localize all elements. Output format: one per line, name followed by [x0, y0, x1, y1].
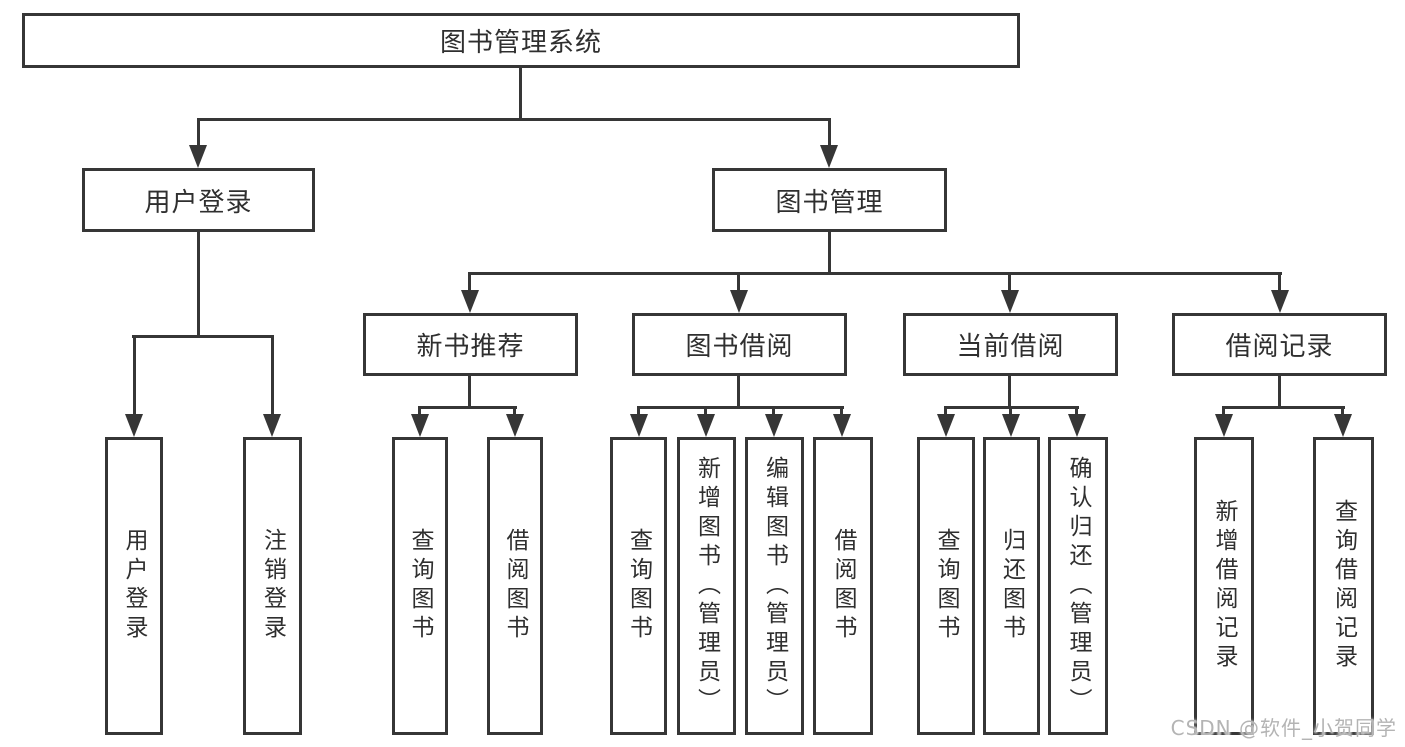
- node-book-management: 图书管理: [712, 168, 947, 232]
- csdn-watermark: CSDN @软件_小贺同学: [1170, 716, 1397, 740]
- arrowhead-down-icon: [937, 414, 955, 437]
- leaf-label: 编辑图书（管理员）: [761, 455, 788, 717]
- node-new-book-recommend: 新书推荐: [363, 313, 578, 376]
- leaf-add-books-admin: 新增图书（管理员）: [677, 437, 736, 735]
- connector-line: [1075, 406, 1078, 418]
- connector-line: [418, 406, 421, 418]
- connector-line: [1278, 376, 1281, 409]
- connector-line: [840, 406, 843, 418]
- node-user-login: 用户登录: [82, 168, 315, 232]
- connector-line: [418, 406, 517, 409]
- leaf-label: 注销登录: [259, 528, 286, 644]
- leaf-label: 新增借阅记录: [1211, 499, 1237, 673]
- node-book-borrowing: 图书借阅: [632, 313, 847, 376]
- connector-line: [271, 335, 274, 417]
- arrowhead-down-icon: [189, 145, 207, 168]
- arrowhead-down-icon: [1002, 414, 1020, 437]
- connector-line: [133, 335, 136, 417]
- connector-line: [828, 232, 831, 275]
- leaf-query-borrow-record: 查询借阅记录: [1313, 437, 1374, 735]
- leaf-confirm-return-admin: 确认归还（管理员）: [1048, 437, 1108, 735]
- connector-line: [519, 68, 522, 121]
- arrowhead-down-icon: [411, 414, 429, 437]
- arrowhead-down-icon: [833, 414, 851, 437]
- arrowhead-down-icon: [506, 414, 524, 437]
- node-label: 图书管理: [775, 187, 884, 218]
- arrowhead-down-icon: [125, 414, 143, 437]
- leaf-edit-books-admin: 编辑图书（管理员）: [745, 437, 804, 735]
- connector-line: [772, 406, 775, 418]
- leaf-label: 借阅图书: [830, 528, 856, 644]
- arrowhead-down-icon: [1334, 414, 1352, 437]
- connector-line: [944, 406, 947, 418]
- arrowhead-down-icon: [1068, 414, 1086, 437]
- arrowhead-down-icon: [461, 290, 479, 313]
- leaf-logout: 注销登录: [243, 437, 302, 735]
- connector-line: [737, 376, 740, 409]
- leaf-label: 确认归还（管理员）: [1065, 455, 1091, 717]
- leaf-label: 新增图书（管理员）: [693, 455, 720, 717]
- connector-line: [1341, 406, 1344, 418]
- arrowhead-down-icon: [630, 414, 648, 437]
- connector-line: [513, 406, 516, 418]
- leaf-label: 查询借阅记录: [1330, 499, 1357, 673]
- connector-line: [737, 272, 740, 293]
- node-label: 借阅记录: [1225, 332, 1334, 362]
- leaf-user-login: 用户登录: [105, 437, 163, 735]
- node-label: 用户登录: [144, 187, 253, 218]
- leaf-add-borrow-record: 新增借阅记录: [1194, 437, 1254, 735]
- connector-line: [1008, 272, 1011, 293]
- connector-line: [197, 118, 831, 121]
- connector-line: [1009, 406, 1012, 418]
- leaf-label: 归还图书: [998, 528, 1025, 644]
- connector-line: [132, 335, 274, 338]
- connector-line: [468, 376, 471, 409]
- connector-line: [637, 406, 640, 418]
- leaf-query-books-recommend: 查询图书: [392, 437, 448, 735]
- connector-line: [1222, 406, 1225, 418]
- node-borrowing-records: 借阅记录: [1172, 313, 1387, 376]
- leaf-label: 借阅图书: [502, 528, 528, 644]
- arrowhead-down-icon: [697, 414, 715, 437]
- connector-line: [1008, 376, 1011, 409]
- arrowhead-down-icon: [1215, 414, 1233, 437]
- node-label: 图书管理系统: [439, 28, 602, 58]
- connector-line: [468, 272, 471, 293]
- node-library-management-system: 图书管理系统: [22, 13, 1020, 68]
- arrowhead-down-icon: [765, 414, 783, 437]
- connector-line: [1278, 272, 1281, 293]
- arrowhead-down-icon: [820, 145, 838, 168]
- arrowhead-down-icon: [1001, 290, 1019, 313]
- leaf-return-books: 归还图书: [983, 437, 1040, 735]
- arrowhead-down-icon: [263, 414, 281, 437]
- connector-line: [197, 232, 200, 338]
- connector-line: [637, 406, 844, 409]
- leaf-label: 查询图书: [625, 528, 652, 644]
- connector-line: [197, 118, 200, 148]
- leaf-borrow-books: 借阅图书: [813, 437, 873, 735]
- node-current-borrowing: 当前借阅: [903, 313, 1118, 376]
- node-label: 图书借阅: [685, 332, 794, 362]
- connector-line: [1222, 406, 1345, 409]
- arrowhead-down-icon: [730, 290, 748, 313]
- arrowhead-down-icon: [1271, 290, 1289, 313]
- node-label: 新书推荐: [416, 332, 525, 362]
- leaf-label: 用户登录: [121, 528, 147, 644]
- connector-line: [828, 118, 831, 148]
- leaf-label: 查询图书: [933, 528, 959, 644]
- connector-line: [468, 272, 1282, 275]
- connector-line: [704, 406, 707, 418]
- leaf-query-books-borrowing: 查询图书: [610, 437, 667, 735]
- leaf-label: 查询图书: [407, 528, 433, 644]
- leaf-borrow-books-recommend: 借阅图书: [487, 437, 543, 735]
- leaf-query-books-current: 查询图书: [917, 437, 975, 735]
- node-label: 当前借阅: [956, 332, 1065, 362]
